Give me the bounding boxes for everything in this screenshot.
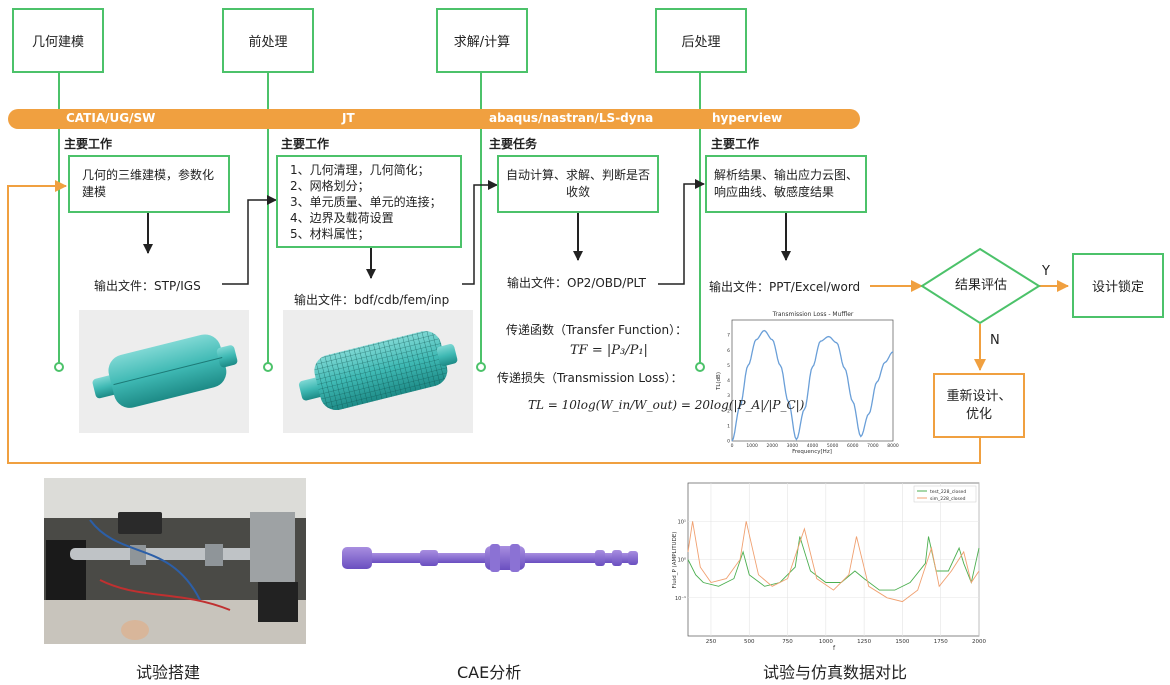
tool-label-jt: JT [342,111,355,125]
caption-test: 试验搭建 [136,663,201,682]
tl-equation: TL = 10log(W_in/W_out) = 20log(|P_A|/|P_… [528,398,805,412]
tl-x-tick: 6000 [847,443,859,449]
stage-box-geometry: 几何建模 [12,8,104,73]
tl-y-tick: 6 [727,348,730,354]
elbow-connectors [222,179,705,285]
tl-x-tick: 5000 [827,443,839,449]
stage-box-postprocess: 后处理 [655,8,747,73]
task-box-preprocess: 1、几何清理，几何简化； 2、网格划分； 3、单元质量、单元的连接； 4、边界及… [276,155,462,248]
tool-label-solver: abaqus/nastran/LS-dyna [489,111,654,125]
output-solve: 输出文件：OP2/OBD/PLT [507,276,646,290]
task-box-postprocess: 解析结果、输出应力云图、 响应曲线、敏感度结果 [705,155,867,213]
compare-xlabel: f [833,645,836,652]
orange-flow [7,180,1069,464]
tl-y-tick: 5 [727,363,730,369]
tl-chart-title: Transmission Loss - Muffler [772,311,854,318]
meshed-model-image [283,310,473,433]
evaluate-label: 结果评估 [955,278,1008,293]
tl-y-tick: 7 [727,333,730,339]
redesign-box: 重新设计、 优化 [933,373,1025,438]
timeline-end-dots [54,362,705,372]
tl-x-tick: 8000 [887,443,899,449]
section-header-preprocess: 主要工作 [281,137,330,151]
tl-series-line [731,329,894,442]
tl-x-tick: 3000 [787,443,799,449]
tf-equation: TF = |P₃/P₁| [570,343,648,358]
no-label: N [990,333,1000,348]
yes-label: Y [1042,264,1050,279]
compare-y-tick: 10⁰ [678,558,686,564]
compare-x-tick: 1000 [819,639,833,645]
tf-label: 传递函数（Transfer Function）： [506,323,688,337]
tl-x-tick: 4000 [807,443,819,449]
output-geometry: 输出文件：STP/IGS [94,279,201,293]
compare-x-tick: 1500 [895,639,909,645]
cae-pipe-model [342,544,638,572]
compare-series-line [687,521,980,603]
caption-compare: 试验与仿真数据对比 [763,663,908,682]
tl-y-tick: 3 [727,393,730,399]
design-lock-box: 设计锁定 [1072,253,1164,318]
task-box-geometry: 几何的三维建模，参数化 建模 [68,155,230,213]
down-arrows [143,213,791,279]
muffler-model-image [79,310,249,433]
section-header-solve: 主要任务 [489,137,538,151]
evaluate-diamond [920,247,1041,325]
section-header-geometry: 主要工作 [64,137,113,151]
tl-x-tick: 2000 [767,443,779,449]
tl-ylabel: TL(dB) [716,372,722,391]
compare-y-tick: 10⁻¹ [675,596,686,602]
tl-x-tick: 0 [731,443,734,449]
tl-y-tick: 4 [727,378,730,384]
tl-chart: Transmission Loss - Muffler 0 1000 2000 300… [713,307,903,455]
compare-x-tick: 2000 [972,639,986,645]
test-setup-photo [44,478,306,644]
tl-y-tick: 0 [727,439,730,445]
compare-ylabel: Fluid_P (AMPLITUDE) [672,532,678,589]
tl-xlabel: Frequency[Hz] [792,449,832,455]
compare-x-tick: 1750 [934,639,948,645]
section-header-postprocess: 主要工作 [711,137,760,151]
compare-x-tick: 1250 [857,639,871,645]
tool-label-hyperview: hyperview [712,111,783,125]
compare-x-tick: 250 [706,639,717,645]
task-box-solve: 自动计算、求解、判断是否 收敛 [497,155,659,213]
compare-legend-label: test_228_closed [930,489,966,495]
compare-x-tick: 500 [744,639,755,645]
tool-bar [8,109,860,129]
stage-box-preprocess: 前处理 [222,8,314,73]
tool-label-catia: CATIA/UG/SW [66,111,156,125]
compare-x-tick: 750 [782,639,793,645]
tl-label: 传递损失（Transmission Loss）： [497,371,683,385]
tl-x-tick: 7000 [867,443,879,449]
tl-y-tick: 2 [727,408,730,414]
tl-x-tick: 1000 [746,443,758,449]
stage-box-solve: 求解/计算 [436,8,528,73]
output-postprocess: 输出文件：PPT/Excel/word [709,280,861,294]
output-preprocess: 输出文件：bdf/cdb/fem/inp [294,293,450,307]
caption-cae: CAE分析 [457,663,522,682]
compare-legend [913,485,977,503]
compare-legend-label: sim_228_closed [930,496,966,502]
tl-y-tick: 1 [727,423,730,429]
compare-y-tick: 10¹ [678,519,686,525]
